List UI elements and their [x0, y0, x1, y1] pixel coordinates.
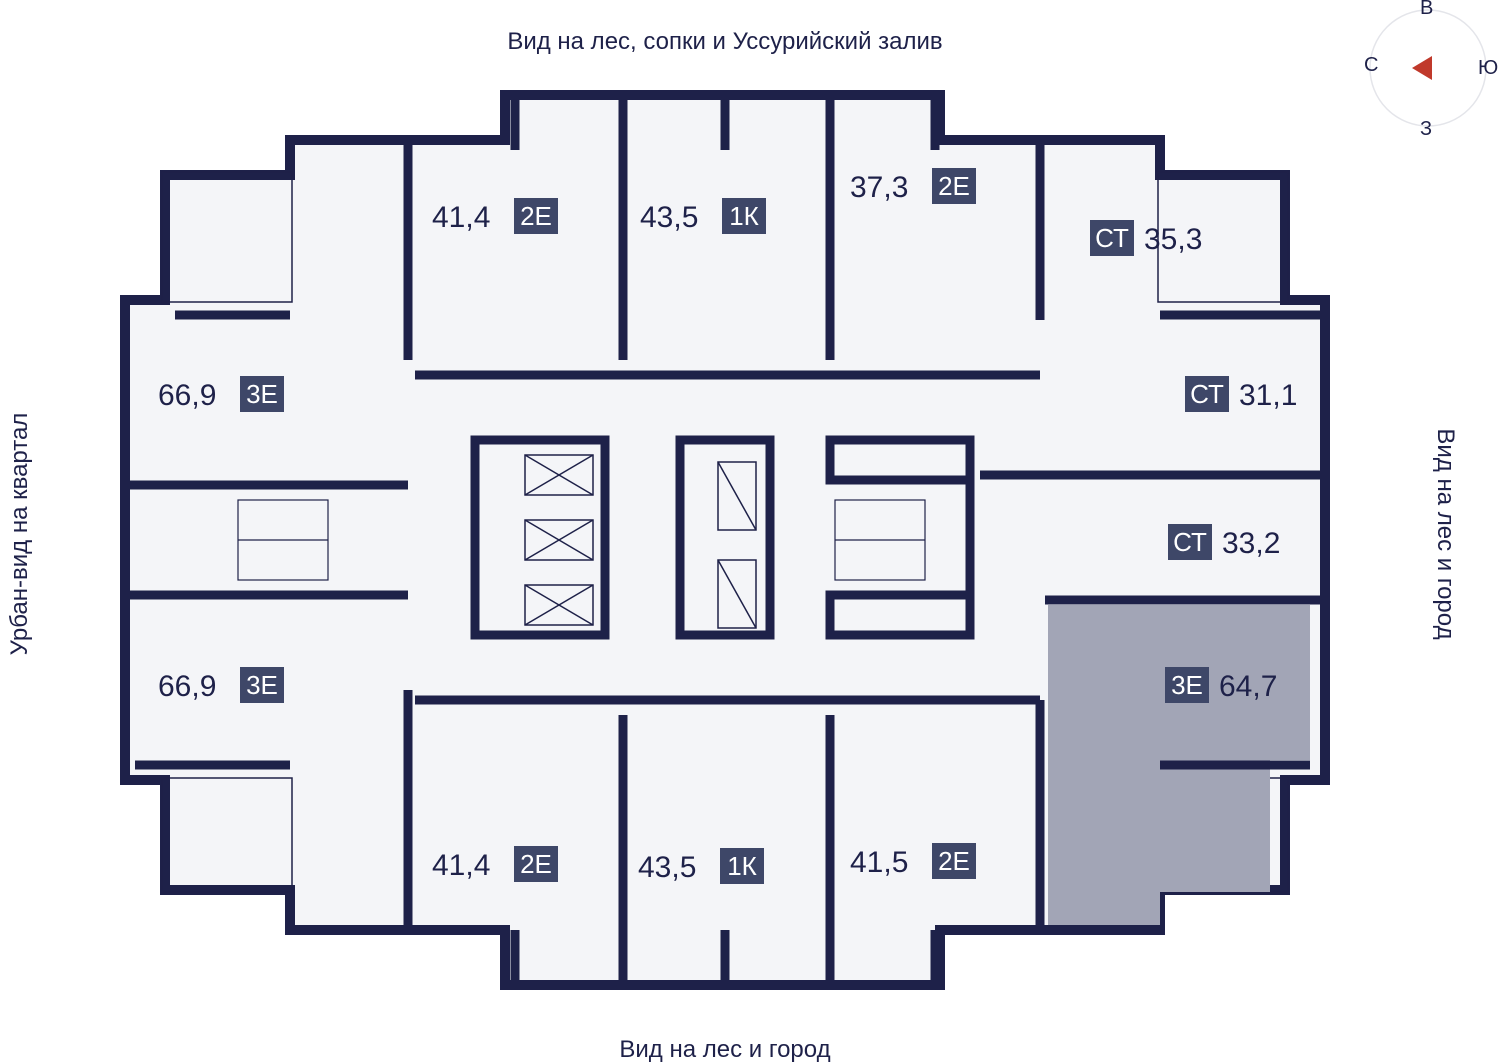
apartment-area-label: 66,9 — [158, 670, 216, 703]
apartment-a11[interactable]: 43,5 1К — [638, 848, 764, 884]
apartment-type-badge — [722, 198, 766, 234]
interior-walls — [125, 95, 1325, 985]
apartment-area-label: 41,4 — [432, 849, 490, 882]
apartment-type-label: 2Е — [520, 201, 552, 231]
apartment-a9[interactable]: 64,7 3Е — [1165, 667, 1277, 703]
apartment-type-label: 3Е — [246, 379, 278, 409]
elevators — [524, 454, 757, 629]
apartment-type-badge — [1090, 220, 1134, 256]
apartment-type-label: 2Е — [938, 171, 970, 201]
apartment-a10[interactable]: 41,4 2Е — [432, 846, 558, 882]
apartment-type-badge — [514, 846, 558, 882]
compass-circle — [1369, 9, 1487, 127]
apartment-area-label: 41,5 — [850, 846, 908, 879]
apartment-type-badge — [932, 168, 976, 204]
apartment-type-badge — [720, 848, 764, 884]
apartment-area-label: 33,2 — [1222, 527, 1280, 560]
view-label-top: Вид на лес, сопки и Уссурийский залив — [507, 28, 943, 55]
apartment-a12[interactable]: 41,5 2Е — [850, 843, 976, 879]
apartment-type-label: 3Е — [246, 670, 278, 700]
compass-north-letter: С — [1364, 54, 1379, 76]
apartment-type-badge — [240, 376, 284, 412]
apartment-a6[interactable]: 31,1 СТ — [1185, 376, 1297, 412]
apartment-type-badge — [514, 198, 558, 234]
stairs — [237, 499, 926, 581]
apartment-a8[interactable]: 66,9 3Е — [158, 667, 284, 703]
apartment-type-label: 1К — [729, 201, 759, 231]
apartment-type-label: СТ — [1173, 527, 1207, 557]
apartment-a2[interactable]: 43,5 1К — [640, 198, 766, 234]
compass-east-letter: В — [1420, 0, 1434, 19]
apartment-type-badge — [1165, 667, 1209, 703]
apartment-a1[interactable]: 41,4 2Е — [432, 198, 558, 234]
apartment-area-label: 37,3 — [850, 171, 908, 204]
apartment-type-badge — [932, 843, 976, 879]
apartment-a5[interactable]: 66,9 3Е — [158, 376, 284, 412]
apartment-type-label: СТ — [1095, 223, 1129, 253]
view-label-bottom: Вид на лес и город — [619, 1036, 831, 1063]
apartment-area-label: 35,3 — [1144, 223, 1202, 256]
compass-arrow-icon — [1412, 56, 1432, 80]
apartment-type-label: 1К — [727, 851, 757, 881]
apartment-type-label: 2Е — [938, 846, 970, 876]
apartment-area-label: 31,1 — [1239, 379, 1297, 412]
apartment-area-label: 41,4 — [432, 201, 490, 234]
apartment-area-label: 43,5 — [638, 851, 696, 884]
apartment-a4[interactable]: 35,3 СТ — [1090, 220, 1202, 256]
apartment-area-label: 43,5 — [640, 201, 698, 234]
apartment-type-label: 2Е — [520, 849, 552, 879]
apartment-type-badge — [1168, 524, 1212, 560]
compass-south-letter: Ю — [1478, 57, 1499, 79]
apartment-type-label: 3Е — [1171, 670, 1203, 700]
apartment-area-label: 64,7 — [1219, 670, 1277, 703]
apartment-type-badge — [1185, 376, 1229, 412]
apartment-area-label: 66,9 — [158, 379, 216, 412]
apartment-a7[interactable]: 33,2 СТ — [1168, 524, 1280, 560]
apartment-a3[interactable]: 37,3 2Е — [850, 168, 976, 204]
apartment-type-label: СТ — [1190, 379, 1224, 409]
apartment-type-badge — [240, 667, 284, 703]
compass: В С Ю З — [1360, 0, 1500, 150]
compass-west-letter: З — [1420, 118, 1433, 140]
